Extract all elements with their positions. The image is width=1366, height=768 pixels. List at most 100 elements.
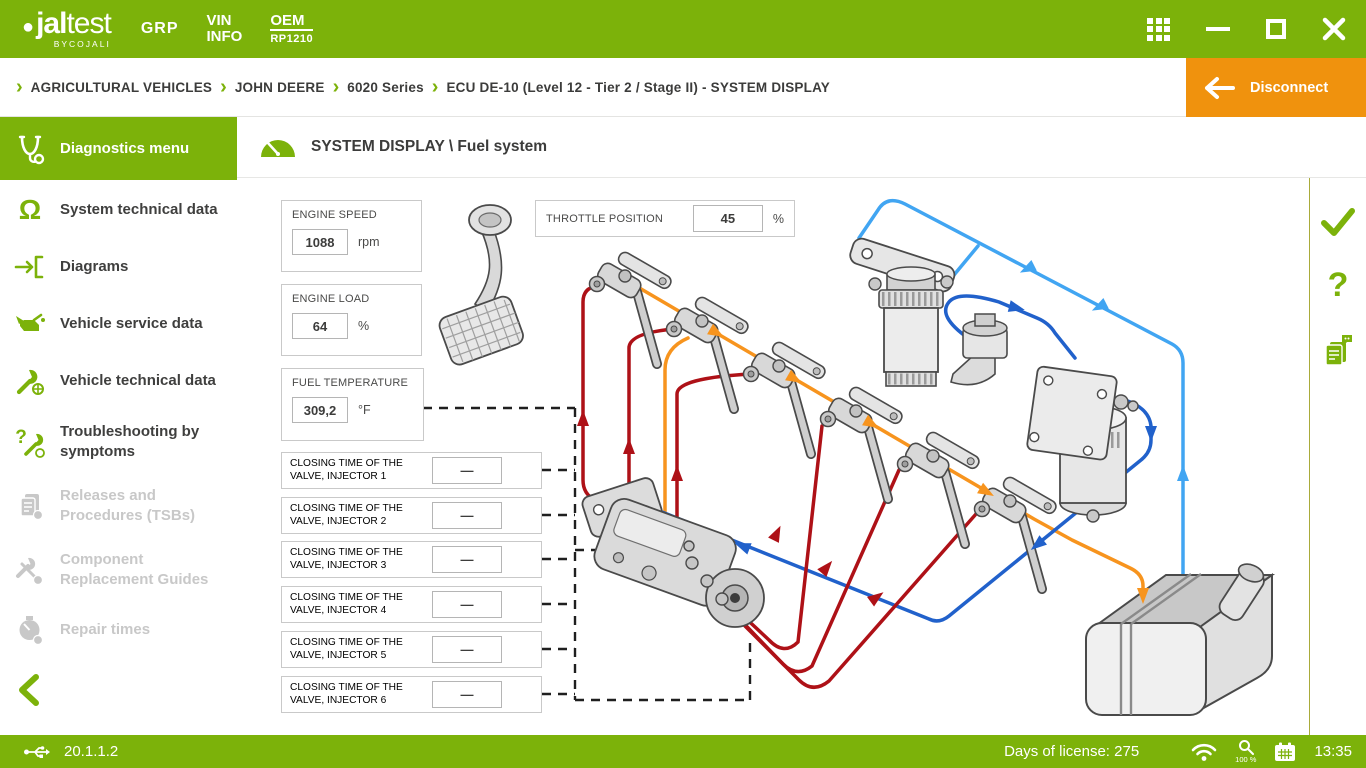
menu-grp[interactable]: GRP — [141, 20, 179, 38]
sidebar-item-label: Diagnostics menu — [60, 139, 190, 157]
maximize-button[interactable] — [1266, 19, 1286, 39]
injector-6-value: — — [432, 681, 502, 708]
fuel-filter-1 — [849, 237, 956, 387]
throttle-position-unit: % — [772, 211, 784, 226]
engine-load-unit: % — [358, 319, 370, 333]
chevron-right-icon: › — [431, 76, 439, 98]
throttle-position-label: THROTTLE POSITION — [546, 212, 664, 225]
sidebar-item-vehicle-service-data[interactable]: Vehicle service data — [0, 300, 237, 348]
wrench-globe-icon — [16, 369, 44, 395]
diagram-icon — [14, 255, 44, 279]
apps-grid-icon[interactable] — [1147, 17, 1170, 41]
stethoscope-icon — [18, 135, 45, 164]
fuel-transfer-line-dark-blue — [640, 294, 1153, 623]
menu-grp-label: GRP — [140, 20, 179, 37]
close-button[interactable] — [1322, 17, 1346, 41]
injector-4-label: CLOSING TIME OF THE VALVE, INJECTOR 4 — [290, 592, 403, 616]
injector-5-value: — — [432, 636, 502, 663]
injector-3-value: — — [432, 546, 502, 573]
sidebar-item-repair-times: Repair times — [0, 606, 237, 654]
sidebar-item-vehicle-technical-data[interactable]: Vehicle technical data — [0, 357, 237, 405]
sidebar-item-system-technical-data[interactable]: Ω System technical data — [0, 186, 237, 234]
confirm-check-icon[interactable] — [1320, 206, 1356, 238]
injector-2-value: — — [432, 502, 502, 529]
breadcrumb-item-system[interactable]: ECU DE-10 (Level 12 - Tier 2 / Stage II)… — [446, 79, 830, 95]
collapse-sidebar-chevron-icon[interactable] — [16, 673, 42, 707]
chevron-right-icon: › — [16, 76, 23, 98]
ui-scale-value: 100 % — [1235, 755, 1257, 765]
injector-3-closing-time-row: CLOSING TIME OF THE VALVE, INJECTOR 3 — — [281, 541, 542, 578]
magnifier-icon — [1238, 740, 1254, 756]
arrow-left-icon — [1205, 76, 1235, 99]
logo-dot-icon: ● — [22, 16, 35, 39]
clock-time: 13:35 — [1314, 743, 1352, 760]
injector-2-label: CLOSING TIME OF THE VALVE, INJECTOR 2 — [290, 503, 403, 527]
fuel-filter-2 — [1026, 365, 1139, 523]
injector-6-label: CLOSING TIME OF THE VALVE, INJECTOR 6 — [290, 682, 403, 706]
menu-oem-line1: OEM — [270, 12, 314, 32]
breadcrumb-item-model[interactable]: 6020 Series — [347, 79, 424, 95]
sidebar-item-label: Vehicle service data — [60, 315, 203, 333]
injector-5-closing-time-row: CLOSING TIME OF THE VALVE, INJECTOR 5 — — [281, 631, 542, 668]
oil-can-icon — [16, 313, 45, 331]
sidebar-item-label: Releases and Procedures (TSBs) — [60, 487, 196, 524]
sidebar-item-label: Vehicle technical data — [60, 372, 216, 390]
fuel-temperature-unit: °F — [358, 403, 371, 417]
help-icon[interactable]: ? — [1327, 266, 1349, 304]
menu-vin-line1: VIN — [206, 12, 232, 30]
breadcrumb-item-category[interactable]: AGRICULTURAL VEHICLES — [30, 79, 213, 95]
injector-1-value: — — [432, 457, 502, 484]
documents-icon — [20, 493, 44, 520]
throttle-position-value: 45 — [692, 205, 763, 232]
sidebar-item-troubleshooting-by-symptoms[interactable]: ? Troubleshooting by symptoms — [0, 414, 237, 469]
engine-load-value: 64 — [292, 313, 348, 339]
report-feedback-icon[interactable] — [1320, 332, 1356, 368]
right-toolbar: ? — [1309, 178, 1366, 735]
throttle-position-panel: THROTTLE POSITION 45 % — [535, 200, 795, 237]
usb-icon — [24, 745, 50, 758]
sidebar-item-component-replacement-guides: Component Replacement Guides — [0, 542, 237, 597]
engine-speed-panel: ENGINE SPEED 1088 rpm — [281, 200, 422, 272]
menu-oem-line2: RP1210 — [270, 33, 314, 46]
chevron-right-icon: › — [220, 76, 227, 98]
sidebar-item-label: Troubleshooting by symptoms — [60, 423, 200, 460]
fuel-system-diagram: ENGINE SPEED 1088 rpm ENGINE LOAD 64 % F… — [237, 178, 1309, 735]
minimize-button[interactable] — [1206, 27, 1230, 31]
status-bar: 20.1.1.2 Days of license: 275 100 % — [0, 735, 1366, 768]
svg-text:?: ? — [15, 427, 27, 448]
sidebar-item-diagnostics-menu[interactable]: Diagnostics menu — [0, 117, 237, 180]
breadcrumb-item-brand[interactable]: JOHN DEERE — [234, 79, 325, 95]
accelerator-pedal-illustration — [438, 204, 524, 366]
fuel-temperature-panel: FUEL TEMPERATURE 309,2 °F — [281, 368, 424, 441]
app-version: 20.1.1.2 — [64, 743, 119, 760]
menu-oem-rp1210[interactable]: OEM RP1210 — [270, 12, 314, 46]
menu-vin-line2: INFO — [206, 28, 243, 45]
engine-speed-label: ENGINE SPEED — [292, 209, 377, 221]
license-days-label: Days of license: 275 — [1004, 743, 1140, 760]
fuel-system-schematic — [423, 198, 1276, 716]
sidebar-item-label: System technical data — [60, 201, 218, 219]
disconnect-button[interactable]: Disconnect — [1186, 58, 1366, 117]
dashed-reference-lines — [423, 406, 752, 702]
sidebar-item-releases-procedures: Releases and Procedures (TSBs) — [0, 478, 237, 533]
sidebar-item-diagrams[interactable]: Diagrams — [0, 243, 237, 291]
breadcrumb: › AGRICULTURAL VEHICLES › JOHN DEERE › 6… — [16, 77, 830, 97]
hand-primer-pump — [950, 313, 1008, 386]
svg-text:Ω: Ω — [19, 194, 41, 225]
sidebar: Diagnostics menu Ω System technical data… — [0, 117, 237, 735]
logo-brand-bold: jal — [36, 7, 67, 41]
menu-vin-info[interactable]: VIN INFO — [206, 13, 242, 45]
main-content: SYSTEM DISPLAY \ Fuel system ? — [237, 117, 1366, 735]
injector-4-closing-time-row: CLOSING TIME OF THE VALVE, INJECTOR 4 — — [281, 586, 542, 623]
disconnect-label: Disconnect — [1250, 79, 1329, 96]
fuel-tank — [1085, 563, 1276, 716]
injector-6-closing-time-row: CLOSING TIME OF THE VALVE, INJECTOR 6 — — [281, 676, 542, 713]
page-title: SYSTEM DISPLAY \ Fuel system — [311, 138, 548, 155]
sidebar-item-label: Diagrams — [60, 258, 129, 276]
sidebar-item-label: Repair times — [60, 621, 151, 639]
stopwatch-icon — [19, 616, 44, 646]
system-display-header: SYSTEM DISPLAY \ Fuel system — [237, 117, 1366, 178]
logo-byline: BYCOJALI — [53, 39, 111, 50]
